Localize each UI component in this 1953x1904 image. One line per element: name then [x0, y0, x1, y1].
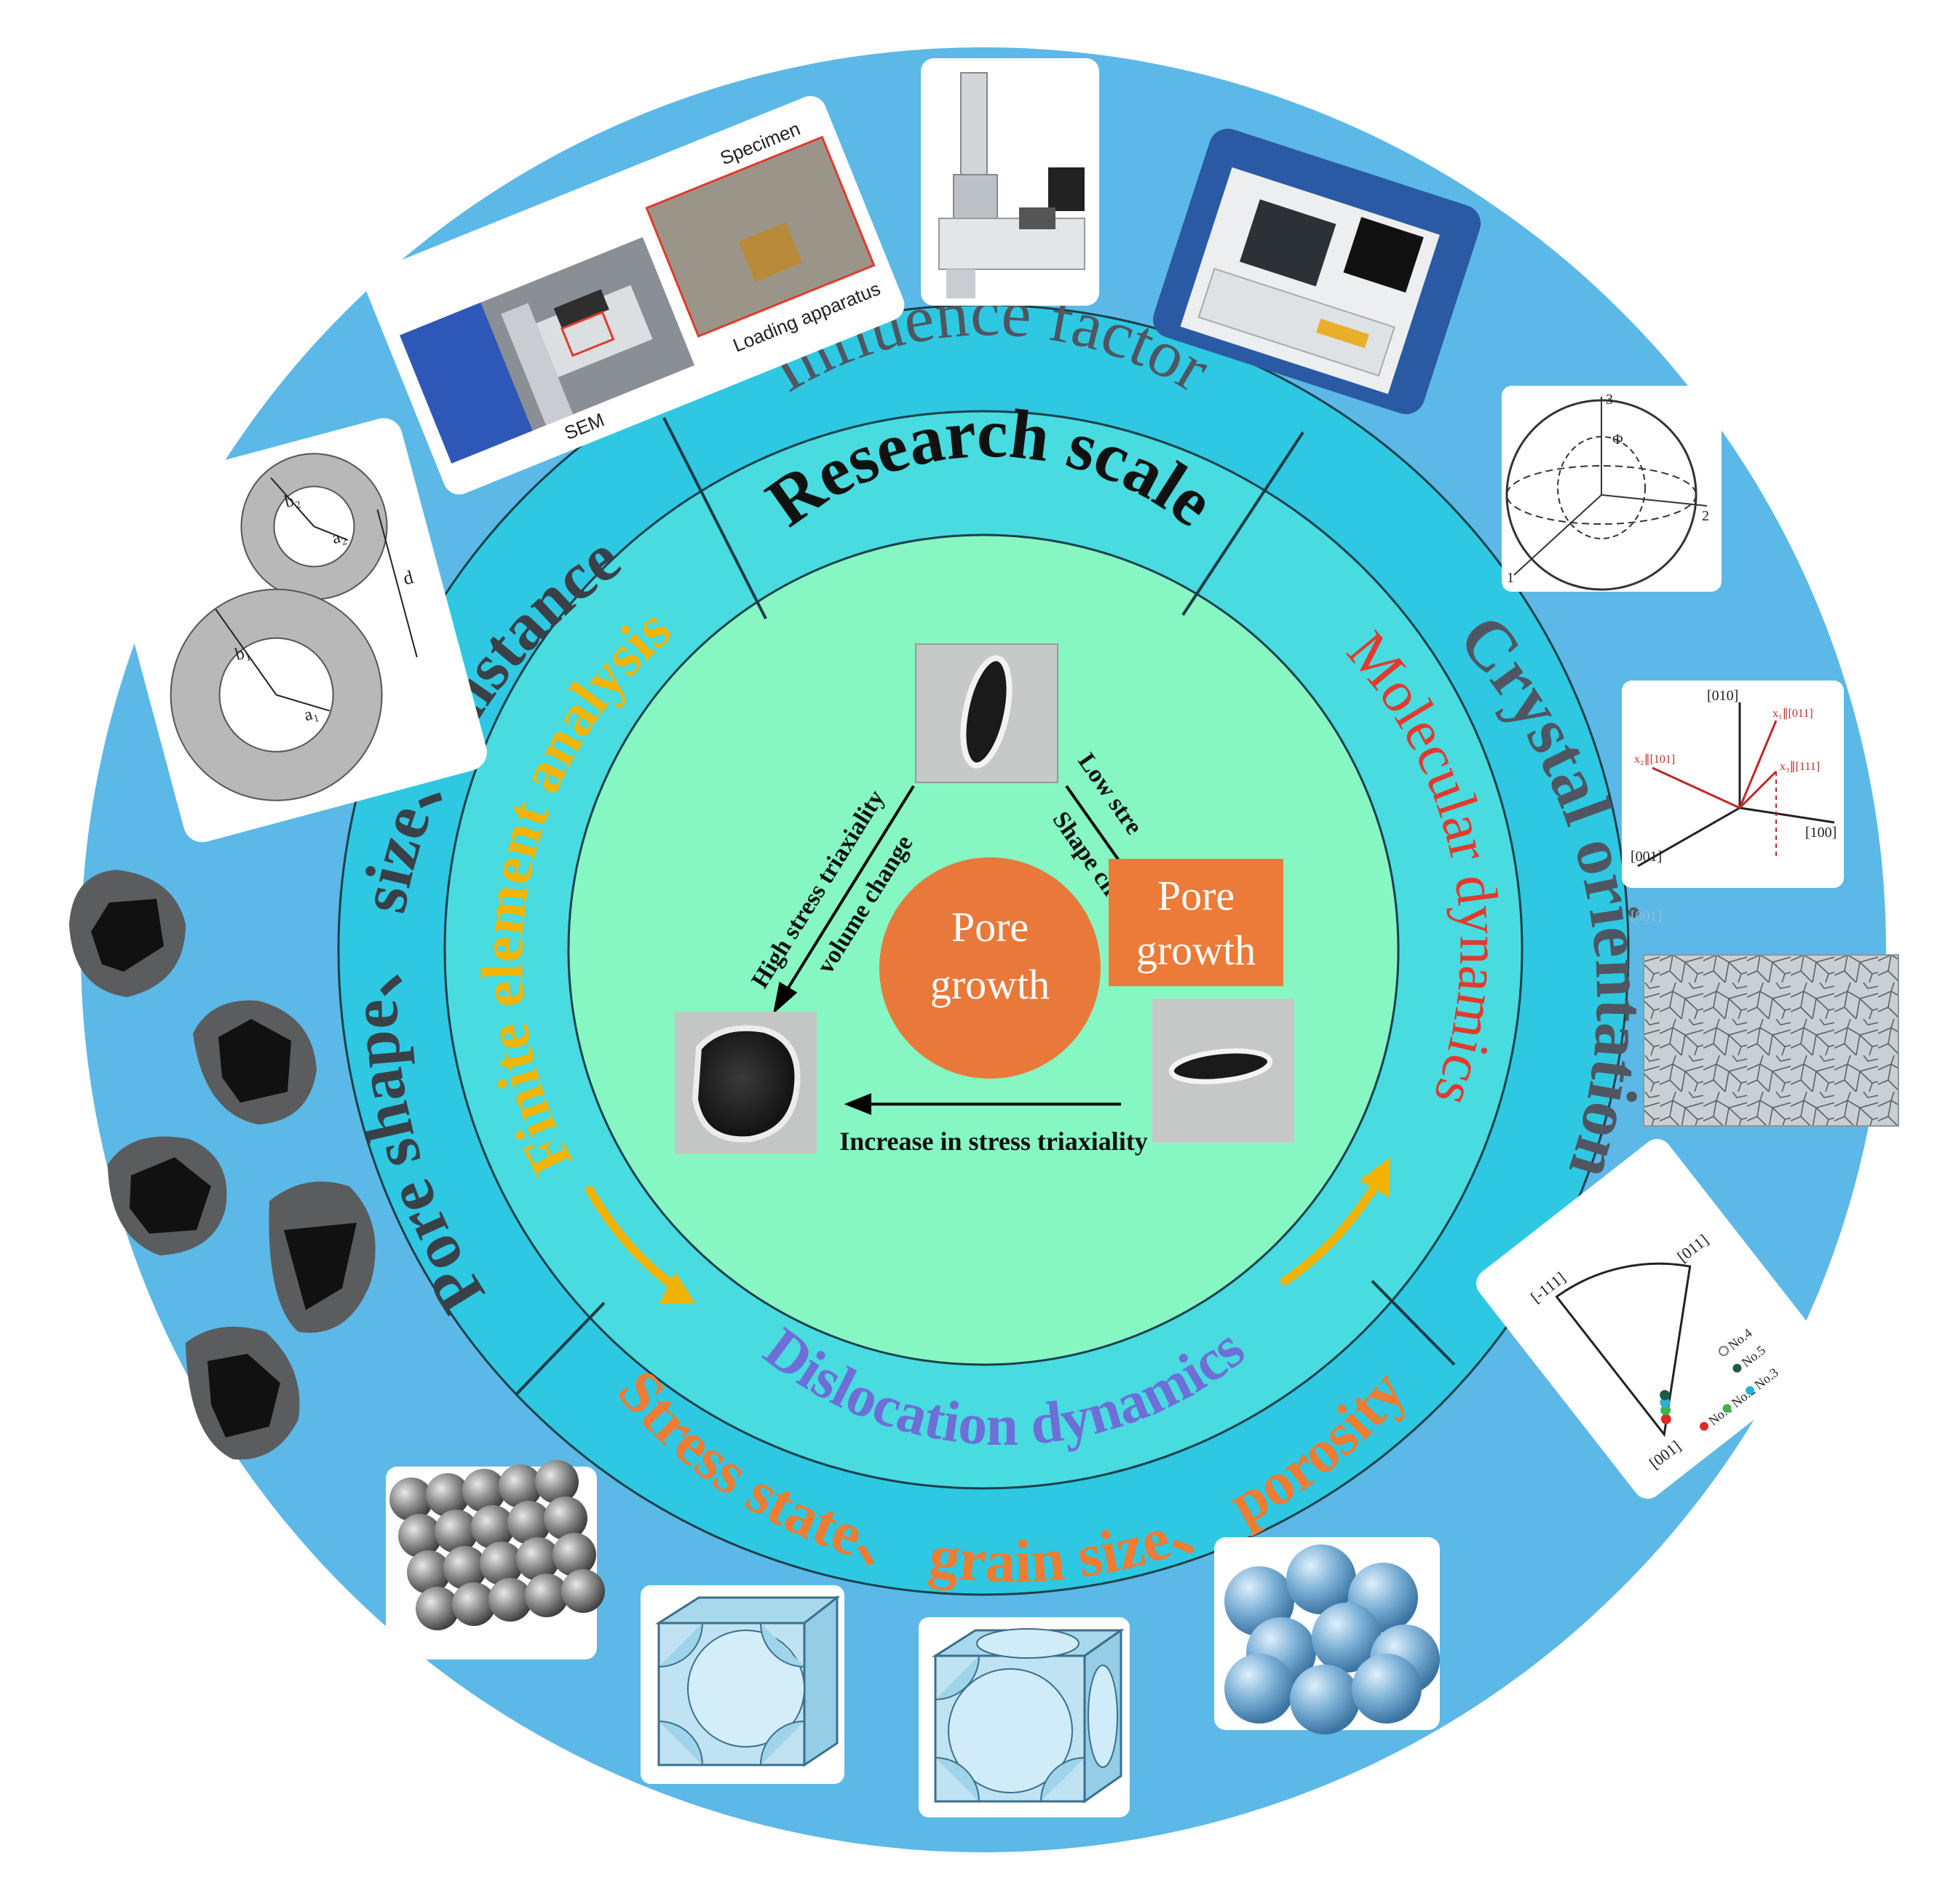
axis-2-label: 2 — [1702, 508, 1709, 524]
pore-micrograph-left — [675, 1012, 817, 1154]
grey-sphere — [452, 1582, 496, 1626]
grey-sphere — [552, 1533, 596, 1576]
axis-x3-label: x₃∥[111] — [1780, 761, 1820, 773]
coaxial-pore-figure: b₂ a₂ b₁ a₁ d — [98, 418, 487, 843]
blue-sphere — [1224, 1654, 1294, 1723]
instrument-machine-photo — [1153, 128, 1481, 415]
grey-sphere — [407, 1550, 451, 1594]
blue-sphere — [1312, 1603, 1382, 1673]
pore-micrograph-right — [1152, 999, 1294, 1143]
arrowhead-fea-to-dd — [659, 1272, 695, 1304]
reflection-001-label: [001] — [1631, 908, 1662, 924]
grey-spheres — [389, 1460, 605, 1630]
axis-010-label: [010] — [1707, 688, 1738, 704]
grain-micrograph — [1643, 954, 1899, 1127]
ipf-figure: [-111] [011] [001] No.1 No.2 No.3 No.4 N… — [1476, 1138, 1829, 1499]
axis-001-label: [001] — [1631, 849, 1662, 865]
grey-sphere — [561, 1569, 605, 1613]
sphere-axes-figure: 3 2 1 Φ — [1502, 386, 1722, 592]
grey-sphere — [416, 1587, 459, 1630]
axis-100-label: [100] — [1805, 825, 1837, 841]
pore-growth-circle — [879, 857, 1101, 1079]
sem-loading-rig-photo: Specimen Loading apparatus SEM — [365, 95, 905, 495]
grey-sphere — [480, 1542, 523, 1585]
ring-dividers — [515, 417, 1456, 1395]
pore-growth-label-1: Pore — [951, 903, 1029, 951]
pore-growth-label-2: growth — [930, 961, 1050, 1008]
grey-sphere — [389, 1477, 433, 1521]
particle-5 — [186, 1326, 300, 1460]
blue-spheres — [1224, 1544, 1440, 1734]
arrow-fea-to-dd — [585, 1186, 681, 1293]
particle-4 — [269, 1181, 376, 1333]
particle-3 — [108, 1136, 227, 1256]
grey-sphere — [499, 1464, 542, 1508]
fcc-unit-cell-figure — [919, 1617, 1130, 1817]
pore-particle-micrographs — [69, 870, 376, 1460]
grey-sphere — [471, 1505, 515, 1549]
blue-sphere — [1286, 1544, 1356, 1614]
arrowhead-dd-to-md — [1360, 1157, 1390, 1197]
grey-sphere — [435, 1510, 478, 1553]
grey-sphere — [462, 1469, 506, 1512]
grey-sphere — [535, 1460, 579, 1504]
axis-x2-label: x₂∥[101] — [1634, 753, 1675, 766]
bcc-unit-cell-figure — [641, 1585, 844, 1784]
pore-growth-callout — [1109, 859, 1283, 986]
grey-sphere — [516, 1537, 560, 1581]
grey-sphere — [488, 1578, 532, 1622]
callout-label-1: Pore — [1157, 872, 1235, 919]
particle-1 — [69, 870, 186, 997]
grey-sphere — [525, 1574, 569, 1617]
grey-sphere — [544, 1496, 587, 1540]
axis-1-label: 1 — [1507, 570, 1514, 586]
blue-sphere — [1290, 1665, 1360, 1734]
callout-label-2: growth — [1136, 927, 1256, 974]
bottom-arrow-label: Increase in stress triaxiality — [839, 1127, 1148, 1156]
grey-sphere — [398, 1514, 442, 1558]
phi-label: Φ — [1612, 432, 1623, 448]
grey-sphere — [443, 1546, 487, 1590]
particle-2 — [193, 1000, 317, 1124]
pore-micrograph-top — [915, 643, 1058, 783]
electron-microscope-photo — [921, 58, 1099, 306]
blue-sphere — [1352, 1654, 1422, 1723]
cycle-arrows — [585, 1175, 1384, 1293]
crystal-axes-figure: [010] [100] [001] x₁∥[011] x₂∥[101] x₃∥[… — [1622, 681, 1844, 888]
grey-sphere — [507, 1501, 551, 1544]
axis-3-label: 3 — [1606, 392, 1613, 408]
arrow-dd-to-md — [1280, 1175, 1384, 1285]
axis-x1-label: x₁∥[011] — [1772, 707, 1813, 720]
grey-sphere — [426, 1473, 470, 1517]
